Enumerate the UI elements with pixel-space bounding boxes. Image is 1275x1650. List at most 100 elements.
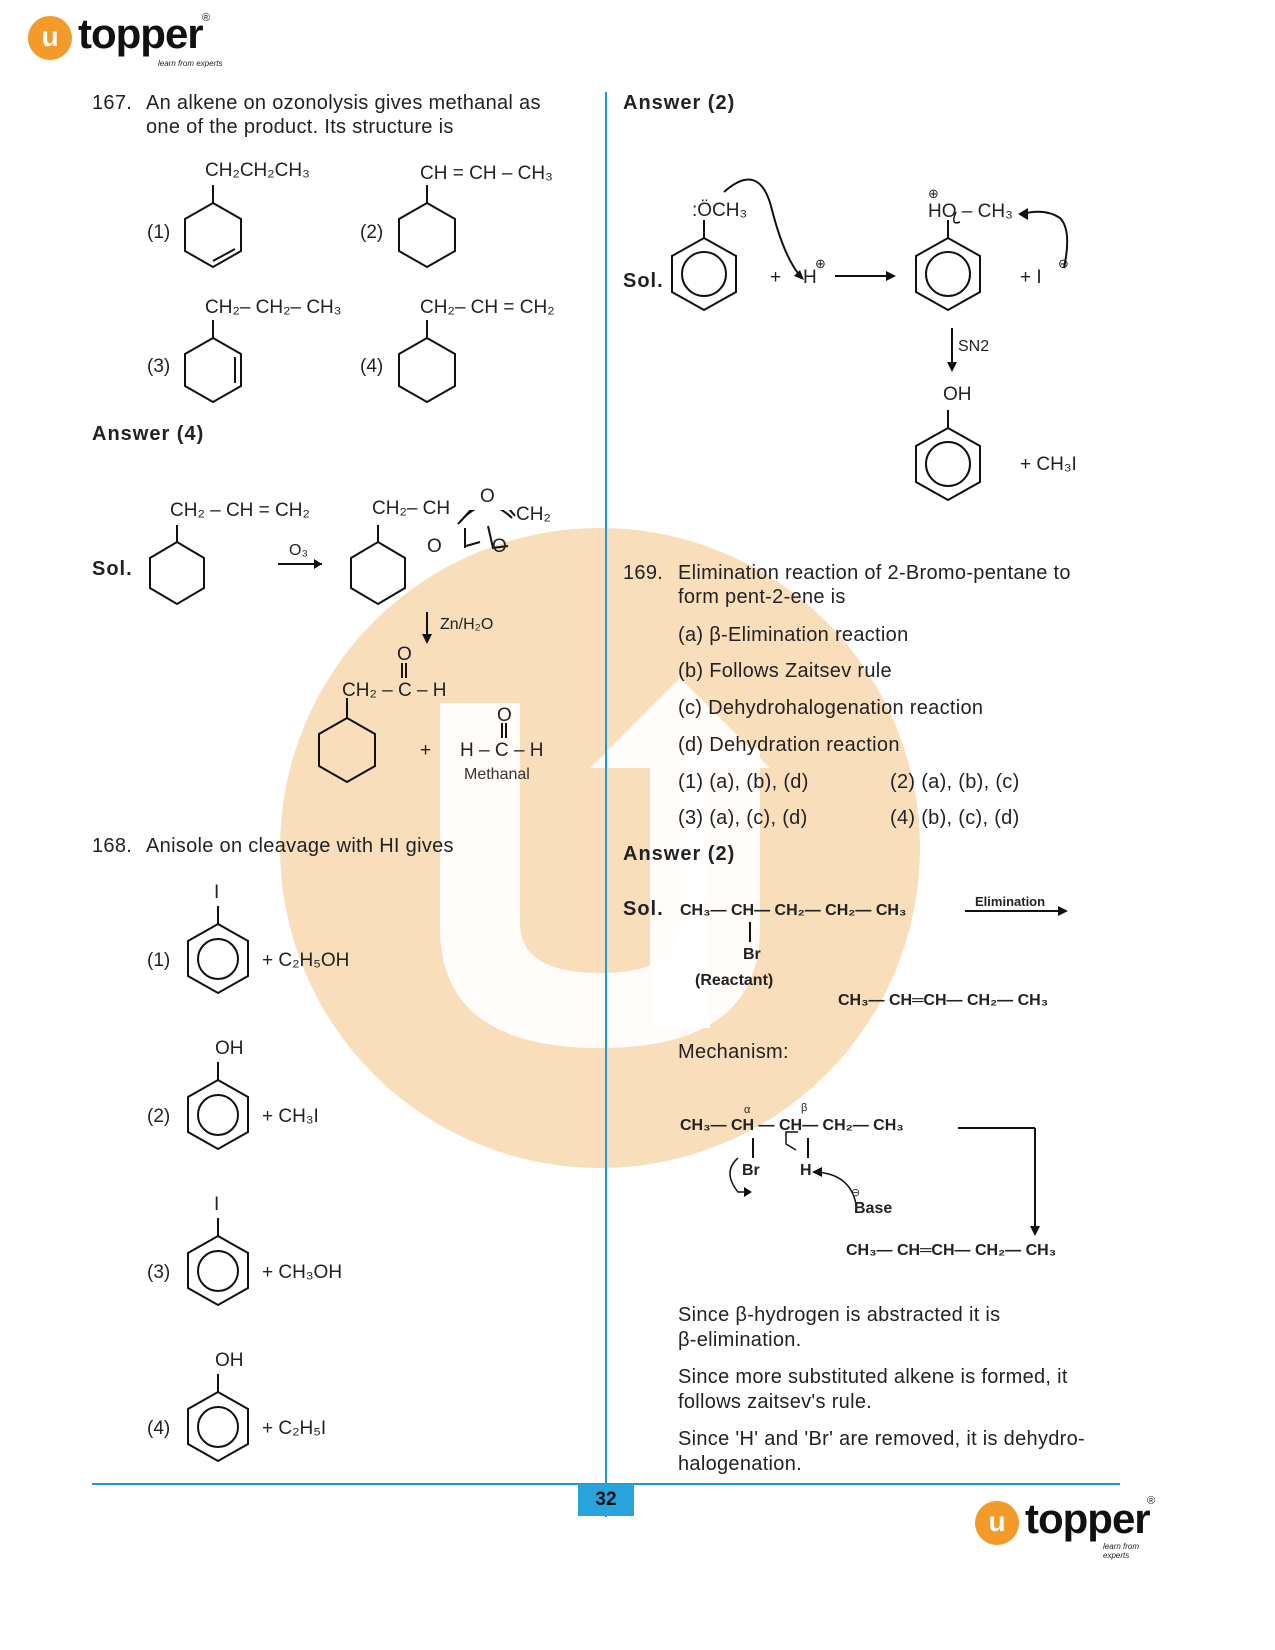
- q169-exp2-line2: follows zaitsev's rule.: [678, 1391, 873, 1413]
- q167-ozonide-ch2: CH₂: [516, 504, 551, 525]
- q167-opt3-label: (3): [147, 356, 171, 377]
- q167-methanal-label: Methanal: [464, 766, 530, 783]
- q169-item-c: (c) Dehydrohalogenation reaction: [678, 697, 984, 719]
- q169-text-line1: Elimination reaction of 2-Bromo-pentane …: [678, 562, 1071, 584]
- q167-opt3-sub: CH₂– CH₂– CH₃: [205, 297, 342, 318]
- q169-br: Br: [743, 946, 761, 963]
- q169-reactant-chain: CH₃— CH— CH₂— CH₂— CH₃: [680, 902, 907, 919]
- q169-sol-label: Sol.: [623, 898, 664, 920]
- column-divider: [605, 92, 607, 1517]
- q168-opt1-top: I: [214, 882, 220, 903]
- q169-product-chain: CH₃— CH═CH— CH₂— CH₃: [838, 992, 1049, 1009]
- q169-base: Base: [854, 1200, 893, 1217]
- q169-elimination-label: Elimination: [975, 894, 1046, 909]
- ans168-plus-ch3i: + CH₃I: [1020, 454, 1077, 475]
- q167-ozonide-o3: O: [492, 536, 507, 557]
- q169-beta: β: [801, 1102, 808, 1114]
- q169-base-charge: ⊖: [851, 1187, 861, 1199]
- ans168-sol-label: Sol.: [623, 270, 664, 292]
- q169-exp1-line1: Since β-hydrogen is abstracted it is: [678, 1304, 1001, 1326]
- q167-opt4-sub: CH₂– CH = CH₂: [420, 297, 555, 318]
- q168-opt1-product: + C₂H₅OH: [262, 950, 350, 971]
- ans168-plus-i: + I: [1020, 267, 1042, 288]
- ans168-sn2: SN2: [958, 338, 990, 355]
- q169-opt1: (1) (a), (b), (d): [678, 771, 809, 793]
- footer-logo-badge: u: [975, 1501, 1019, 1545]
- footer-logo-registered: ®: [1147, 1495, 1156, 1507]
- ans168-mechanism-drawing: [671, 178, 1069, 502]
- q167-sol-reagent: O₃: [289, 542, 308, 559]
- q168-structures: [187, 906, 249, 1463]
- q167-opt4-label: (4): [360, 356, 384, 377]
- q169-opt3: (3) (a), (c), (d): [678, 807, 808, 829]
- ans168-oh: OH: [943, 384, 972, 405]
- q169-number: 169.: [623, 562, 664, 584]
- q168-number: 168.: [92, 835, 133, 857]
- q168-opt3-product: + CH₃OH: [262, 1262, 343, 1283]
- q167-aldehyde: CH₂ – C – H: [342, 680, 447, 701]
- q169-mechanism-arrows: [729, 1127, 1040, 1236]
- q169-alpha: α: [744, 1104, 751, 1116]
- q169-item-b: (b) Follows Zaitsev rule: [678, 660, 892, 682]
- ans168-i-charge: ⊖: [1058, 256, 1069, 271]
- ans168-oxonium-charge: ⊕: [928, 186, 939, 201]
- q167-opt2-label: (2): [360, 222, 384, 243]
- q168-opt4-top: OH: [215, 1350, 244, 1371]
- q167-methanal-o: O: [497, 705, 512, 726]
- q169-opt4: (4) (b), (c), (d): [890, 807, 1020, 829]
- q169-exp3-line2: halogenation.: [678, 1453, 803, 1475]
- ans168-h-charge: ⊕: [815, 256, 826, 271]
- q167-sol-reactant: CH₂ – CH = CH₂: [170, 500, 310, 521]
- q169-item-a: (a) β-Elimination reaction: [678, 624, 909, 646]
- ans168-plus-h: +: [770, 267, 782, 288]
- footer-logo-text: topper: [1025, 1495, 1151, 1542]
- q168-opt3-label: (3): [147, 1262, 171, 1283]
- q168-opt2-top: OH: [215, 1038, 244, 1059]
- q167-structures: [184, 185, 456, 404]
- ans168-answer: Answer (2): [623, 92, 736, 114]
- ans168-h: H: [803, 267, 817, 288]
- q168-text: Anisole on cleavage with HI gives: [146, 835, 454, 857]
- q167-methanal: H – C – H: [460, 740, 544, 761]
- q167-opt2-sub: CH = CH – CH₃: [420, 163, 553, 184]
- q169-sol-lines: [749, 906, 1068, 942]
- q168-opt4-product: + C₂H₅I: [262, 1418, 327, 1439]
- q169-mech-product: CH₃— CH═CH— CH₂— CH₃: [846, 1242, 1057, 1259]
- q167-text-line1: An alkene on ozonolysis gives methanal a…: [146, 92, 541, 114]
- q169-answer: Answer (2): [623, 843, 736, 865]
- q169-mech-br: Br: [742, 1162, 760, 1179]
- footer-logo-tagline: learn from experts: [1103, 1542, 1140, 1560]
- watermark-logo: [280, 528, 920, 1168]
- q169-text-line2: form pent-2-ene is: [678, 586, 846, 608]
- logo-tagline: learn from experts: [158, 59, 223, 68]
- q169-reactant-label: (Reactant): [695, 972, 774, 989]
- header-logo: u topper ® learn from experts: [28, 10, 228, 72]
- q167-plus: +: [420, 740, 432, 761]
- q167-text-line2: one of the product. Its structure is: [146, 116, 454, 138]
- q167-ozonide-o1: O: [480, 486, 495, 507]
- q167-sol-label: Sol.: [92, 558, 133, 580]
- q169-opt2: (2) (a), (b), (c): [890, 771, 1020, 793]
- q167-reagent-zn: Zn/H₂O: [440, 616, 494, 633]
- logo-text: topper: [78, 10, 204, 57]
- q167-solution-drawing: [149, 510, 516, 784]
- q169-exp1-line2: β-elimination.: [678, 1329, 802, 1351]
- q169-mech-h: H: [800, 1162, 812, 1179]
- q168-opt3-top: I: [214, 1194, 220, 1215]
- q169-mech-chain: CH₃— CH — CH— CH₂— CH₃: [680, 1117, 904, 1134]
- q167-opt1-sub: CH₂CH₂CH₃: [205, 160, 310, 181]
- q167-answer: Answer (4): [92, 423, 205, 445]
- q169-mechanism-label: Mechanism:: [678, 1041, 789, 1063]
- q167-aldehyde-o: O: [397, 644, 412, 665]
- q167-number: 167.: [92, 92, 133, 114]
- q167-ozonide-o2: O: [427, 536, 442, 557]
- q169-item-d: (d) Dehydration reaction: [678, 734, 900, 756]
- q168-opt4-label: (4): [147, 1418, 171, 1439]
- page-number-box: 32: [578, 1484, 634, 1516]
- q168-opt2-label: (2): [147, 1106, 171, 1127]
- logo-registered: ®: [202, 12, 211, 24]
- footer-logo: u topper ® learn from experts: [975, 1495, 1165, 1560]
- logo-badge: u: [28, 16, 72, 60]
- q169-exp3-line1: Since 'H' and 'Br' are removed, it is de…: [678, 1428, 1086, 1450]
- q168-opt2-product: + CH₃I: [262, 1106, 319, 1127]
